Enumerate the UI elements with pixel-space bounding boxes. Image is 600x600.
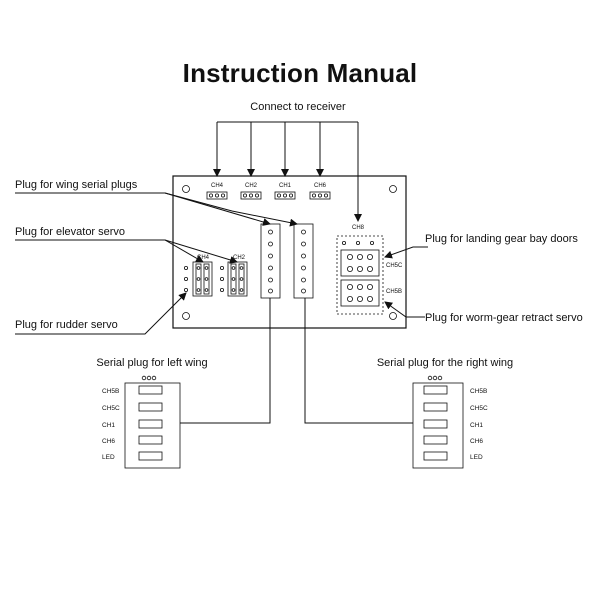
rudder-leader [15,292,187,335]
left-plug-row-label: CH6 [102,438,115,445]
top-connector-pins [206,191,331,200]
landing-gear-leader [384,246,428,259]
top-connector-label: CH6 [314,183,327,189]
right-plug-row-label: LED [470,454,483,461]
wing-serial-leaders [15,192,298,227]
rudder-servo-label: Plug for rudder servo [15,319,118,331]
right-wing-plug [412,375,464,469]
left-wing-label: Serial plug for left wing [96,357,207,369]
right-plug-row-label: CH5C [470,405,488,412]
right-wing-label: Serial plug for the right wing [377,357,513,369]
top-connector-label: CH4 [211,183,224,189]
receiver-bracket [213,121,362,222]
left-plug-row-label: LED [102,454,115,461]
elevator-servo-label: Plug for elevator servo [15,226,125,238]
left-plug-row-label: CH5B [102,388,119,395]
right-plug-row-label: CH6 [470,438,483,445]
circuit-board: CH4 CH2 CH1 CH6 CH8 CH4 CH2 [172,175,407,329]
ch8-label: CH8 [352,225,365,231]
ch5c-label: CH5C [386,263,403,269]
servo-connectors [183,261,248,297]
wing-wires [180,298,413,424]
worm-gear-leader [384,301,425,318]
elevator-leaders [15,239,238,264]
left-plug-row-label: CH5C [102,405,120,412]
left-plug-row-label: CH1 [102,422,115,429]
elevator-tag-label: CH2 [233,255,246,261]
worm-gear-label: Plug for worm-gear retract servo [425,312,583,324]
left-wing-plug [124,375,181,469]
ch5b-label: CH5B [386,289,402,295]
connect-receiver-label: Connect to receiver [250,101,346,113]
page-title: Instruction Manual [182,58,418,88]
wing-serial-connectors [260,223,314,299]
right-plug-row-label: CH1 [470,422,483,429]
landing-gear-connectors [336,235,384,315]
wing-serial-plugs-label: Plug for wing serial plugs [15,179,138,191]
top-connector-label: CH2 [245,183,258,189]
top-connector-label: CH1 [279,183,292,189]
landing-gear-doors-label: Plug for landing gear bay doors [425,233,578,245]
right-plug-row-label: CH5B [470,388,487,395]
